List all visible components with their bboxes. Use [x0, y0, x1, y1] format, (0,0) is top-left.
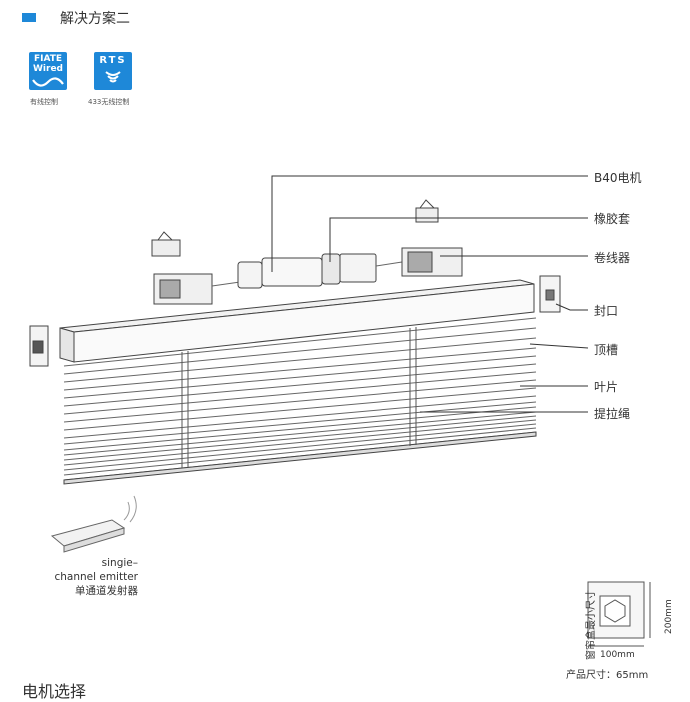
slats — [63, 317, 537, 481]
section-title-motor-selection: 电机选择 — [22, 682, 87, 701]
end-cap-icon — [539, 275, 561, 313]
callout-motor: B40电机 — [594, 171, 642, 185]
emitter-line3: 单通道发射器 — [75, 585, 138, 597]
motor-assembly — [151, 199, 463, 305]
badge-line1: FIATE — [33, 54, 63, 64]
product-size-label: 产品尺寸：65mm — [566, 670, 649, 681]
badge-line2: Wired — [33, 64, 63, 74]
box-height-label: 200mm — [664, 599, 674, 634]
radio-waves-icon — [105, 71, 121, 83]
emitter-line1: singie– — [101, 557, 138, 569]
rts-control-badge: RTS — [94, 52, 132, 90]
wall-switch-icon — [29, 325, 49, 367]
remote-emitter-icon — [50, 495, 137, 553]
box-size-diagram — [587, 581, 651, 647]
box-size-label: 窗帘盒最小尺寸 — [586, 590, 597, 660]
callout-slats: 叶片 — [594, 380, 619, 394]
bottom-rail — [63, 431, 537, 485]
callout-lift-cord: 提拉绳 — [594, 407, 631, 421]
emitter-label: singie– channel emitter 单通道发射器 — [40, 556, 138, 598]
callout-top-rail: 顶槽 — [594, 343, 619, 357]
callout-end-cap: 封口 — [594, 304, 619, 318]
emitter-line2: channel emitter — [54, 571, 138, 583]
box-width-label: 100mm — [600, 650, 635, 660]
header-accent-square — [22, 13, 36, 22]
wave-icon — [32, 77, 64, 87]
callout-leaders — [271, 175, 589, 413]
wired-control-badge: FIATE Wired — [29, 52, 67, 90]
callout-reel: 卷线器 — [594, 251, 631, 265]
top-rail — [59, 279, 535, 363]
page-title: 解决方案二 — [60, 11, 130, 27]
badge-line1: RTS — [99, 55, 127, 66]
rts-control-caption: 433无线控制 — [88, 98, 130, 106]
wired-control-caption: 有线控制 — [30, 98, 58, 106]
callout-rubber-sleeve: 橡胶套 — [594, 212, 631, 226]
ladder-strings — [181, 327, 417, 468]
